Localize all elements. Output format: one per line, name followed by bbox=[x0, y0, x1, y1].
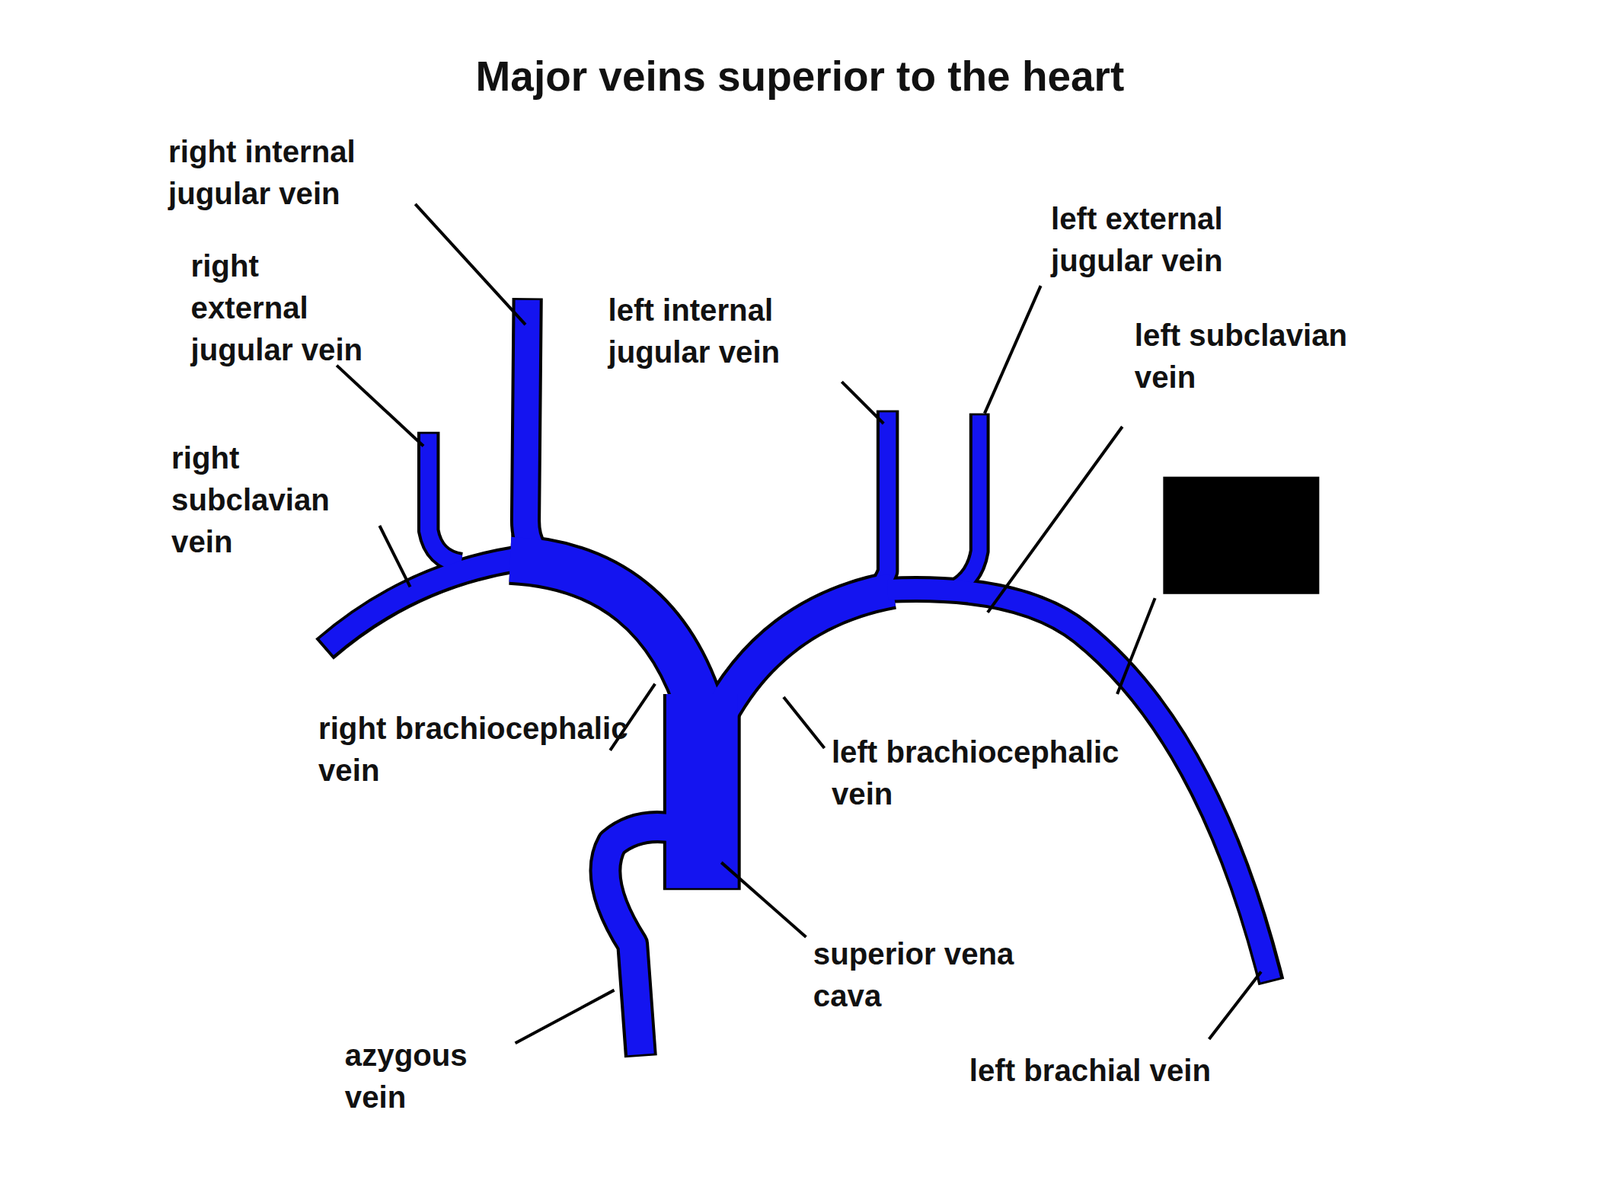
redaction-box bbox=[1162, 476, 1319, 595]
vein-label: right subclavian vein bbox=[171, 436, 391, 563]
vein-label: left external jugular vein bbox=[1050, 198, 1316, 282]
vein-label: left brachial vein bbox=[969, 1048, 1225, 1091]
vein-label: superior vena cava bbox=[813, 932, 1023, 1017]
vein-label: right brachiocephalic vein bbox=[318, 706, 650, 791]
vein-label: left subclavian vein bbox=[1134, 314, 1360, 399]
vein-label: right external jugular vein bbox=[191, 245, 365, 371]
vein-label: left brachiocephalic vein bbox=[831, 730, 1163, 815]
diagram-title: Major veins superior to the heart bbox=[0, 53, 1600, 102]
vein-label: right internal jugular vein bbox=[168, 130, 449, 214]
vein-label: azygous vein bbox=[344, 1033, 514, 1118]
vein-label: left internal jugular vein bbox=[608, 288, 859, 373]
